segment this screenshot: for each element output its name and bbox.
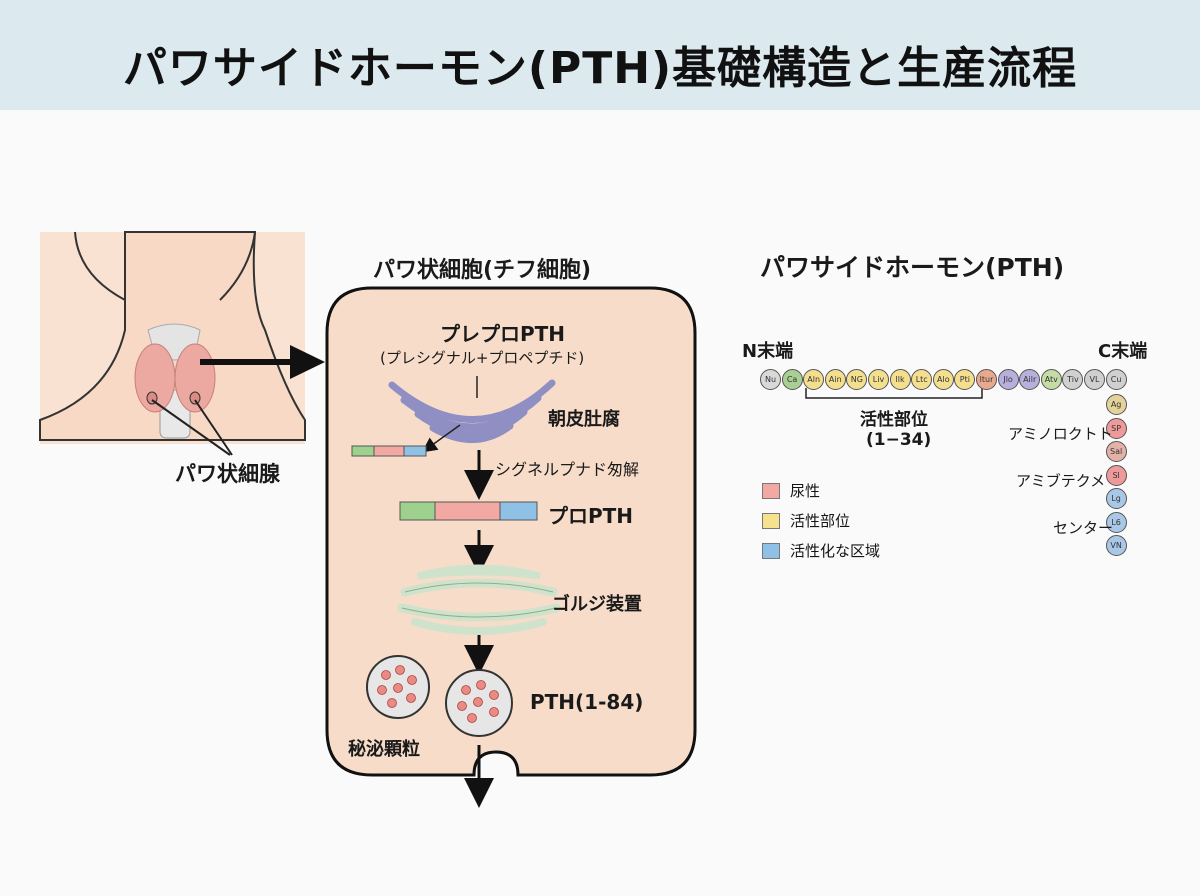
c-chain-residue-2: SP	[1105, 417, 1127, 439]
legend-swatch-3	[762, 542, 780, 559]
secretory-granule-label: 秘泌顆粒	[348, 739, 420, 760]
c-chain-residue-5: Lg	[1105, 488, 1127, 509]
gland-to-cell-arrow-head	[290, 345, 325, 379]
residue-5: NG	[846, 369, 868, 390]
residue-3: Aln	[803, 369, 825, 390]
c-terminus-label: C末端	[1098, 341, 1148, 362]
er-release-arrow	[421, 424, 461, 453]
residue-11: ltur	[976, 369, 997, 390]
pth-structure-title: パワサイドホーモン(PTH)	[760, 253, 1065, 282]
legend-label-1: 尿性	[790, 482, 821, 500]
residue-10: Pti	[954, 369, 976, 390]
residue-9: Alo	[932, 369, 954, 390]
residue-16: VL	[1084, 369, 1105, 390]
pth-mature-label: PTH(1-84)	[530, 690, 644, 714]
side-label-amibu: アミブテクメ	[1016, 472, 1106, 490]
legend-item-2: 活性部位	[762, 510, 850, 531]
endoplasmic-reticulum	[388, 379, 556, 443]
secretory-granule-right	[445, 669, 513, 737]
residue-4: Ain	[824, 369, 846, 390]
c-chain-residue-4: Sl	[1105, 464, 1127, 486]
page-title: パワサイドホーモン(PTH)基礎構造と生産流程	[122, 43, 1078, 94]
jaw-right	[219, 231, 256, 301]
c-chain-residue-7: VN	[1105, 535, 1127, 556]
pointer-line-right	[194, 399, 233, 456]
c-chain-residue-6: L6	[1105, 511, 1127, 533]
legend-swatch-1	[762, 482, 780, 499]
residue-8: Ltc	[911, 369, 933, 390]
residue-7: llk	[889, 369, 911, 390]
golgi-label: ゴルジ装置	[552, 594, 642, 615]
active-site-label: 活性部位	[860, 410, 928, 430]
prepro-pth-subtitle: (プレシグナル+プロペプチド)	[380, 349, 585, 367]
pointer-line-left	[151, 399, 231, 456]
legend-swatch-2	[762, 512, 780, 529]
legend-label-3: 活性化な区域	[790, 542, 881, 560]
pro-pth-bar	[399, 501, 538, 521]
jaw-left	[74, 231, 126, 301]
neck-illustration	[39, 231, 306, 456]
active-site-bracket	[805, 388, 983, 399]
residue-15: Tiv	[1062, 369, 1084, 390]
residue-13: Ailr	[1019, 369, 1041, 390]
legend-label-2: 活性部位	[790, 512, 851, 530]
parathyroid-gland-label: パワ状細腺	[175, 462, 280, 486]
residue-14: Atv	[1040, 369, 1062, 390]
residue-2: Ca	[781, 369, 803, 390]
legend-item-3: 活性化な区域	[762, 540, 880, 561]
side-label-center: センター	[1053, 519, 1114, 537]
pro-pth-label: プロPTH	[548, 504, 634, 528]
c-chain-residue-3: Sal	[1105, 441, 1127, 462]
secretory-granule-left	[366, 655, 430, 719]
side-label-amino: アミノロクトト	[1008, 425, 1113, 443]
prepro-pth-bar	[351, 445, 427, 457]
residue-6: Liv	[868, 369, 889, 390]
legend-item-1: 尿性	[762, 480, 820, 501]
signal-cleavage-label: シグネルプナド匆解	[495, 460, 640, 479]
title-bar: パワサイドホーモン(PTH)基礎構造と生産流程	[0, 0, 1200, 110]
residue-1: Nu	[760, 369, 781, 390]
cell-title: パワ状細胞(チフ細胞)	[373, 258, 592, 283]
residue-12: Jlo	[997, 369, 1019, 390]
golgi-apparatus	[397, 564, 561, 635]
er-label: 朝皮肚腐	[548, 409, 620, 430]
active-site-range: (1−34)	[866, 430, 932, 450]
prepro-pth-title: プレプロPTH	[440, 322, 566, 346]
n-terminus-label: N末端	[742, 341, 794, 362]
parathyroid-gland-right	[189, 391, 201, 405]
c-chain-residue-1: Ag	[1105, 394, 1127, 415]
residue-17: Cu	[1105, 369, 1127, 390]
